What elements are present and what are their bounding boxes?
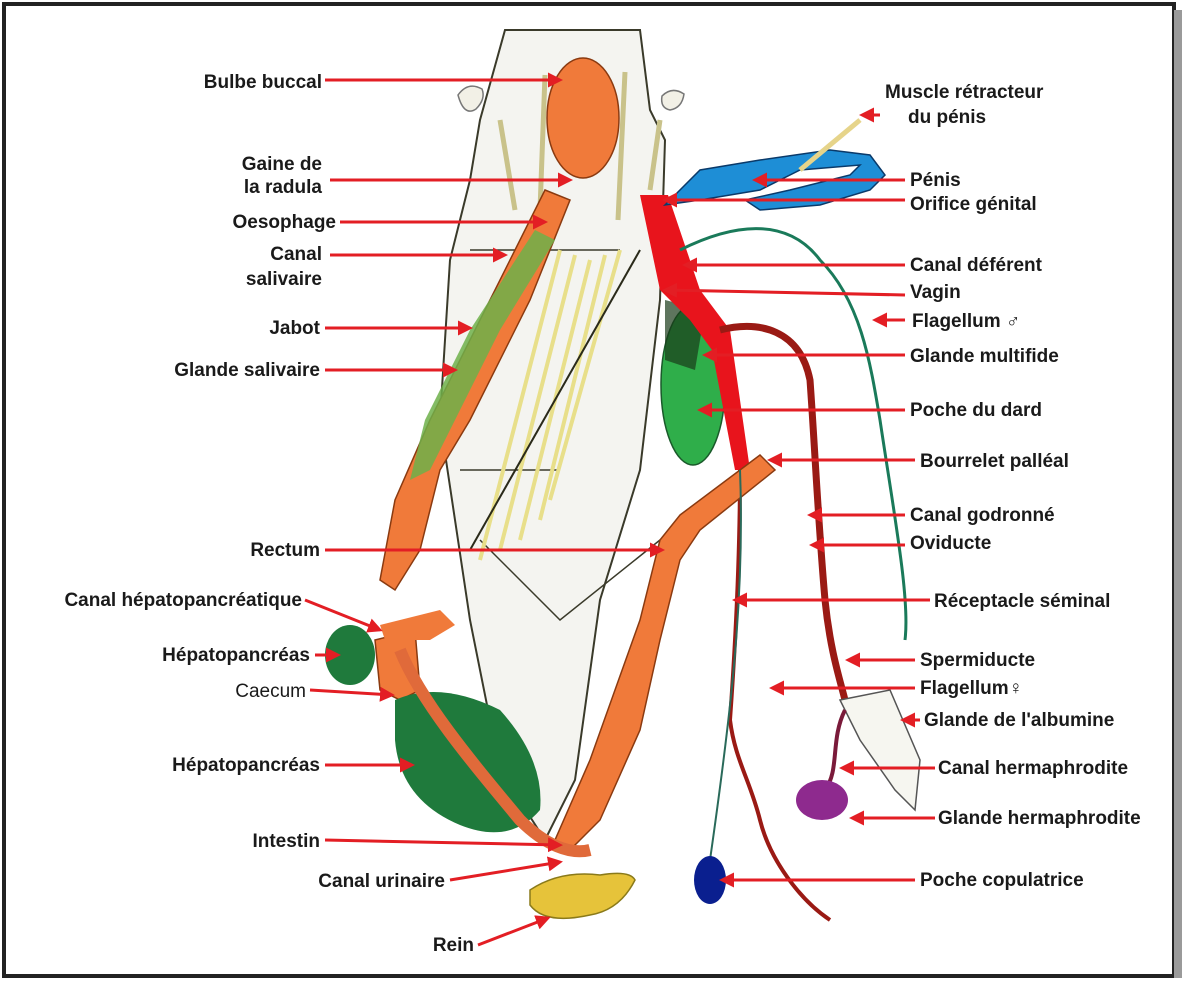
bulbe-buccal-organ xyxy=(547,58,619,178)
label-canal-deferent: Canal déférent xyxy=(910,255,1043,276)
label-orifice-genital: Orifice génital xyxy=(910,194,1037,215)
label-muscle-retracteur: Muscle rétracteur xyxy=(885,82,1044,103)
label-penis: Pénis xyxy=(910,170,961,191)
glande-hermaphrodite-organ xyxy=(796,780,848,820)
label-vagin: Vagin xyxy=(910,282,961,303)
label-canal-godronne: Canal godronné xyxy=(910,505,1055,526)
label-la-radula: la radula xyxy=(244,177,323,198)
label-glande-multifide: Glande multifide xyxy=(910,346,1059,367)
label-glande-salivaire: Glande salivaire xyxy=(174,360,320,381)
label-hepatopancreas-1: Hépatopancréas xyxy=(162,645,310,666)
label-canal-hermaphrodite: Canal hermaphrodite xyxy=(938,758,1128,779)
label-oesophage: Oesophage xyxy=(233,212,336,233)
label-hepatopancreas-2: Hépatopancréas xyxy=(172,755,320,776)
label-flagellum-male: Flagellum ♂ xyxy=(912,311,1020,332)
label-intestin: Intestin xyxy=(252,831,320,852)
label-rectum: Rectum xyxy=(250,540,320,561)
label-jabot: Jabot xyxy=(269,318,320,339)
frame-shadow xyxy=(1174,10,1182,978)
label-canal-urinaire: Canal urinaire xyxy=(318,871,445,892)
label-rein: Rein xyxy=(433,935,474,956)
label-glande-albumine: Glande de l'albumine xyxy=(924,710,1114,731)
label-poche-copulatrice: Poche copulatrice xyxy=(920,870,1084,891)
label-salivaire: salivaire xyxy=(246,269,322,290)
label-bourrelet-palleal: Bourrelet palléal xyxy=(920,451,1069,472)
label-canal: Canal xyxy=(270,244,322,265)
label-bulbe-buccal: Bulbe buccal xyxy=(204,72,322,93)
label-caecum: Caecum xyxy=(235,681,306,702)
label-poche-du-dard: Poche du dard xyxy=(910,400,1042,421)
label-flagellum-female: Flagellum♀ xyxy=(920,678,1023,699)
label-glande-hermaphrodite: Glande hermaphrodite xyxy=(938,808,1141,829)
poche-copulatrice-organ xyxy=(694,856,726,904)
label-receptacle-seminal: Réceptacle séminal xyxy=(934,591,1110,612)
label-gaine-de: Gaine de xyxy=(242,154,322,175)
label-canal-hepatopancreatique: Canal hépatopancréatique xyxy=(64,590,302,611)
label-oviducte: Oviducte xyxy=(910,533,991,554)
label-spermiducte: Spermiducte xyxy=(920,650,1035,671)
label-du-penis: du pénis xyxy=(908,107,986,128)
